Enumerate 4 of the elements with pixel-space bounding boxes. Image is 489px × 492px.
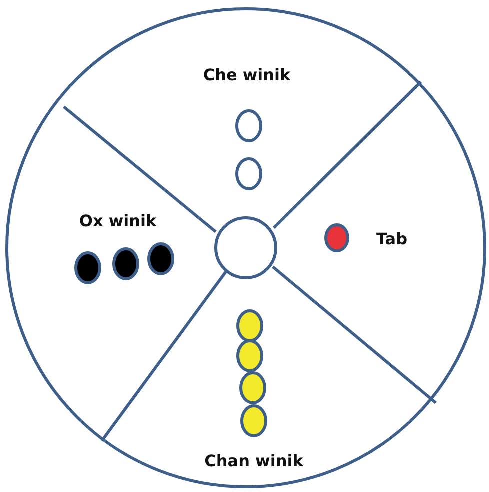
sector-label: Tab xyxy=(376,230,408,248)
sector-label: Chan winik xyxy=(204,452,304,470)
sector-label: Che winik xyxy=(203,66,291,84)
sector-label: Ox winik xyxy=(79,212,157,230)
